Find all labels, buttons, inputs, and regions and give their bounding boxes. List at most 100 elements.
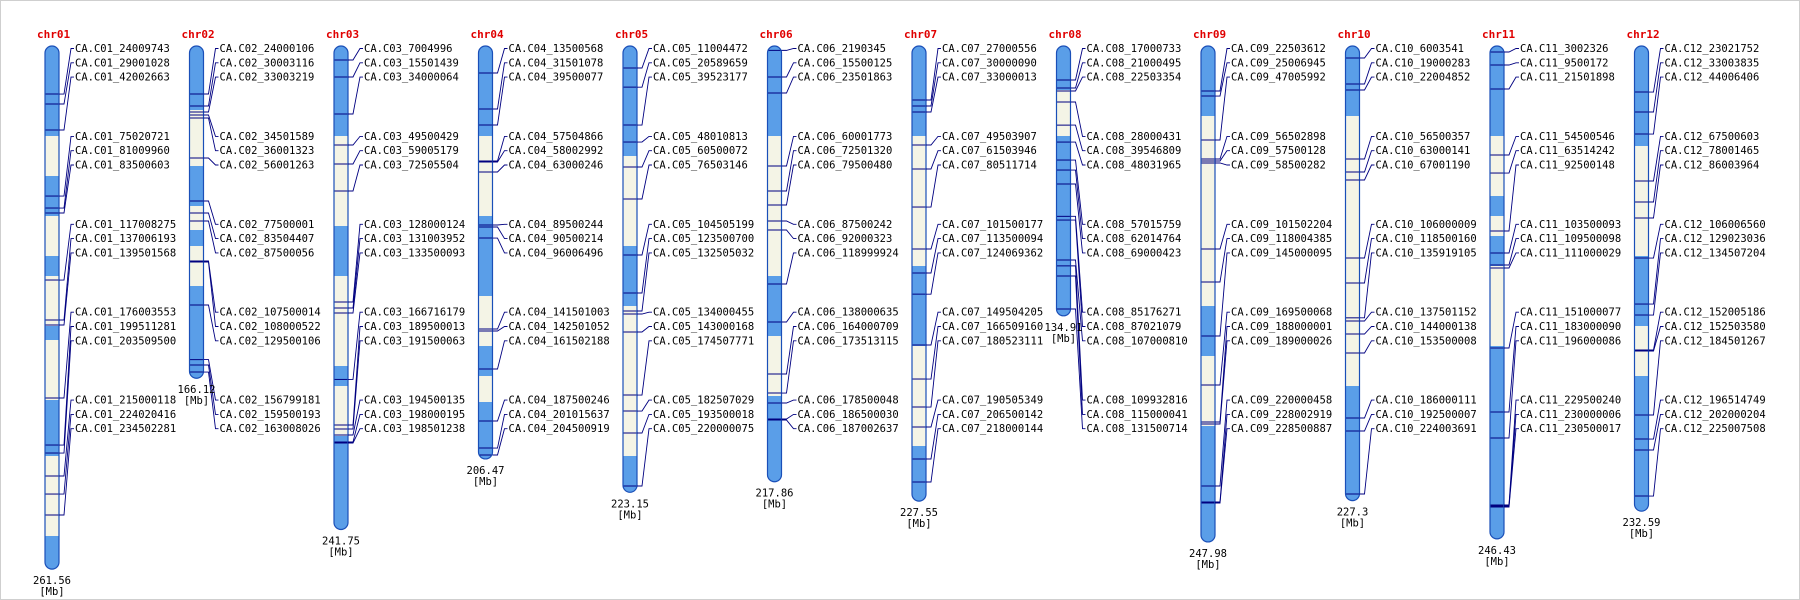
marker-label: CA.C09_228002919	[1231, 409, 1332, 421]
chromosome-segments	[1634, 91, 1649, 497]
marker-leader-line	[926, 399, 941, 428]
marker-leader-line	[926, 223, 941, 250]
marker-label: CA.C02_163008026	[220, 423, 321, 435]
chromosome-name: chr07	[904, 28, 937, 41]
marker-label: CA.C12_129023036	[1665, 233, 1766, 245]
marker-label: CA.C03_15501439	[364, 57, 459, 69]
marker-label: CA.C06_79500480	[798, 160, 893, 172]
marker-label: CA.C10_118500160	[1376, 233, 1477, 245]
marker-label: CA.C04_201015637	[509, 409, 610, 421]
marker-label: CA.C09_22503612	[1231, 43, 1326, 55]
marker-label: CA.C03_34000064	[364, 72, 459, 84]
marker-label: CA.C08_87021079	[1087, 321, 1182, 333]
marker-label: CA.C09_57500128	[1231, 145, 1326, 157]
length-unit: [Mb]	[1484, 556, 1509, 568]
marker-label: CA.C12_184501267	[1665, 335, 1766, 347]
pale-segment	[1490, 136, 1504, 196]
marker-leader-line	[781, 419, 797, 430]
marker-leader-line	[926, 340, 941, 408]
marker-label: CA.C02_129500106	[220, 335, 321, 347]
marker-label: CA.C07_124069362	[942, 247, 1043, 259]
pale-segment	[1345, 116, 1360, 386]
marker-leader-line	[203, 220, 219, 254]
marker-leader-line	[348, 252, 363, 314]
pale-segment	[623, 306, 637, 456]
marker-label: CA.C11_151000077	[1520, 307, 1621, 319]
marker-leader-line	[1070, 275, 1086, 415]
length-unit: [Mb]	[906, 518, 931, 530]
marker-leader-line	[1070, 169, 1086, 240]
marker-label: CA.C03_189500013	[364, 321, 465, 333]
marker-label: CA.C03_128000124	[364, 219, 465, 231]
chromosome-segments	[1345, 57, 1360, 495]
marker-leader-line	[1359, 48, 1375, 59]
marker-leader-line	[637, 164, 652, 200]
marker-leader-line	[781, 399, 797, 404]
marker-leader-line	[59, 399, 74, 477]
marker-label: CA.C10_137501152	[1376, 307, 1477, 319]
marker-leader-line	[637, 340, 652, 396]
marker-label: CA.C04_161502188	[509, 335, 610, 347]
marker-leader-line	[1070, 101, 1086, 137]
marker-label: CA.C01_203509500	[75, 335, 176, 347]
marker-leader-line	[348, 164, 363, 192]
marker-leader-line	[59, 48, 74, 95]
chromosome-segments	[334, 59, 348, 444]
chromosome-length: 261.56	[33, 575, 71, 587]
marker-leader-line	[348, 413, 363, 443]
chromosome-name: chr11	[1482, 28, 1515, 41]
marker-label: CA.C01_81009960	[75, 145, 170, 157]
marker-label: CA.C05_123500700	[653, 233, 754, 245]
marker-leader-line	[1215, 428, 1230, 504]
length-unit: [Mb]	[39, 586, 64, 598]
marker-leader-line	[1070, 219, 1086, 327]
marker-leader-line	[637, 326, 652, 333]
pale-segment	[1490, 266, 1504, 346]
marker-leader-line	[348, 76, 363, 115]
marker-label: CA.C07_101500177	[942, 219, 1043, 231]
marker-label: CA.C02_24000106	[220, 43, 315, 55]
marker-leader-line	[781, 326, 797, 375]
marker-label: CA.C11_196000086	[1520, 335, 1621, 347]
marker-label: CA.C08_48031965	[1087, 160, 1182, 172]
marker-leader-line	[926, 252, 941, 295]
marker-label: CA.C06_87500242	[798, 219, 893, 231]
marker-label: CA.C01_42002663	[75, 72, 170, 84]
marker-leader-line	[492, 135, 508, 162]
chromosome-chr06: chr06CA.C06_2190345CA.C06_15500125CA.C06…	[756, 28, 899, 511]
marker-leader-line	[1359, 413, 1375, 432]
marker-label: CA.C12_196514749	[1665, 395, 1766, 407]
marker-leader-line	[781, 150, 797, 192]
marker-leader-line	[1215, 135, 1230, 160]
marker-leader-line	[1215, 150, 1230, 162]
marker-leader-line	[348, 223, 363, 303]
marker-leader-line	[1070, 265, 1086, 401]
marker-leader-line	[348, 311, 363, 380]
marker-label: CA.C03_59005179	[364, 145, 459, 157]
marker-leader-line	[1648, 340, 1664, 416]
marker-leader-line	[781, 229, 797, 240]
chromosome-length: 227.55	[900, 507, 938, 519]
marker-label: CA.C01_117008275	[75, 219, 176, 231]
length-unit: [Mb]	[762, 499, 787, 511]
marker-label: CA.C11_111000029	[1520, 247, 1621, 259]
marker-label: CA.C09_169500068	[1231, 307, 1332, 319]
marker-label: CA.C10_6003541	[1376, 43, 1465, 55]
marker-label: CA.C07_166509160	[942, 321, 1043, 333]
marker-label: CA.C07_33000013	[942, 72, 1037, 84]
marker-label: CA.C02_159500193	[220, 409, 321, 421]
marker-label: CA.C08_39546809	[1087, 145, 1182, 157]
marker-label: CA.C02_87500056	[220, 247, 315, 259]
marker-leader-line	[203, 76, 219, 113]
marker-label: CA.C05_104505199	[653, 219, 754, 231]
chromosome-length: 232.59	[1623, 517, 1661, 529]
pale-segment	[912, 136, 926, 266]
marker-label: CA.C11_103500093	[1520, 219, 1621, 231]
chromosome-outline	[1344, 45, 1361, 502]
marker-leader-line	[1648, 399, 1664, 440]
pale-segment	[334, 276, 348, 366]
marker-label: CA.C07_190505349	[942, 395, 1043, 407]
marker-label: CA.C06_138000635	[798, 307, 899, 319]
